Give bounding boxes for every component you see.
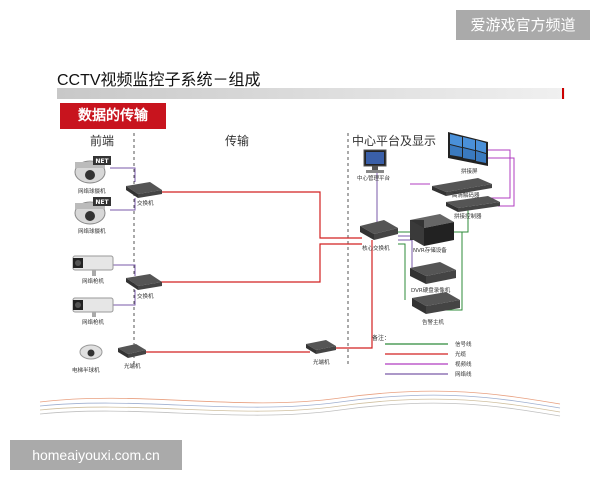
cam2-net-badge: NET [95, 199, 109, 206]
title-underline-bar [57, 88, 565, 99]
dvr-recorder [410, 262, 456, 284]
legend-title: 备注： [372, 334, 390, 342]
legend-signal-label: 信号线 [455, 340, 472, 348]
fiber2-label: 光端机 [313, 358, 330, 366]
column-center-label: 中心平台及显示 [352, 133, 436, 148]
switch2-label: 交换机 [137, 292, 154, 300]
watermark-bottom: homeaiyouxi.com.cn [10, 440, 182, 470]
legend-signal: 信号线 [385, 340, 472, 348]
mgmt-label: 中心管理平台 [357, 174, 391, 182]
legend-network: 网络线 [385, 370, 472, 378]
alarm-label: 告警主机 [422, 318, 445, 326]
alarm-host [412, 292, 460, 314]
dome-camera-2: NET [74, 197, 111, 225]
column-front-label: 前端 [90, 133, 114, 148]
core-switch [360, 220, 398, 240]
video-wall [448, 132, 488, 166]
legend-video: 视频线 [385, 360, 472, 368]
wall-label: 拼接屏 [461, 167, 478, 175]
elevator-dome-camera [79, 344, 103, 360]
fiber-transceiver-1 [118, 344, 146, 358]
switch-2 [126, 274, 162, 290]
cam5-label: 电梯半球机 [72, 366, 100, 374]
cam4-label: 网络枪机 [82, 318, 105, 326]
legend-network-label: 网络线 [455, 370, 472, 378]
fiber-transceiver-2 [306, 340, 336, 354]
title-bar-accent [562, 88, 564, 99]
controller-label: 拼接控制器 [454, 212, 482, 220]
dvr-label: DVR硬盘录像机 [411, 286, 451, 294]
cam2-label: 网络球摄机 [78, 227, 106, 235]
watermark-top: 爱游戏官方频道 [456, 10, 590, 40]
management-pc [363, 149, 387, 173]
splicing-controller [446, 196, 500, 212]
cam1-label: 网络球摄机 [78, 187, 106, 195]
decoder-label: 高清解码器 [452, 191, 480, 199]
nvr-label: NVR存储设备 [413, 246, 447, 254]
switch-1 [126, 182, 162, 198]
bullet-camera-1 [72, 255, 114, 276]
bullet-camera-2 [72, 297, 114, 317]
decoder [432, 178, 492, 196]
legend-fiber: 光缆 [385, 350, 467, 358]
cam3-label: 网络枪机 [82, 277, 105, 285]
cam1-net-badge: NET [95, 158, 109, 165]
decorative-waves [39, 390, 561, 417]
legend-video-label: 视频线 [455, 360, 472, 368]
core-label: 核心交换机 [362, 244, 390, 252]
nvr-storage [410, 214, 454, 246]
fiber-cables [140, 191, 373, 353]
page-title: CCTV视频监控子系统－组成 [57, 72, 261, 89]
column-transmit-label: 传输 [225, 133, 249, 148]
fiber1-label: 光端机 [124, 362, 141, 370]
switch1-label: 交换机 [137, 199, 154, 207]
legend-fiber-label: 光缆 [455, 350, 467, 358]
section-badge: 数据的传输 [60, 103, 166, 129]
dome-camera-1: NET [74, 156, 111, 184]
